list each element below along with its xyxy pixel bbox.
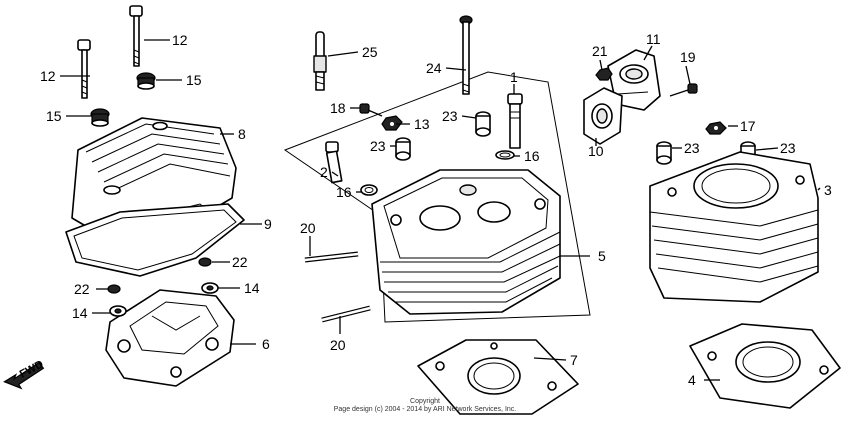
stud-bolt-20-upper[interactable] xyxy=(304,251,359,263)
grommet-15-upper[interactable] xyxy=(136,72,156,90)
head-gasket[interactable] xyxy=(417,339,579,415)
bolt-18[interactable] xyxy=(359,103,383,117)
washer-22-left[interactable] xyxy=(107,284,121,294)
washer-22-right[interactable] xyxy=(198,257,212,267)
callout-23-a: 23 xyxy=(442,108,458,124)
callout-23-d: 23 xyxy=(780,140,796,156)
dowel-pin-23-c[interactable] xyxy=(656,141,672,165)
callout-23-c: 23 xyxy=(684,140,700,156)
spark-plug[interactable] xyxy=(313,31,327,91)
valve-guide-2[interactable] xyxy=(325,141,343,184)
callout-4: 4 xyxy=(688,372,696,388)
callout-22-left: 22 xyxy=(74,281,90,297)
cylinder-head[interactable] xyxy=(371,169,561,315)
nut-17[interactable] xyxy=(705,121,727,135)
callout-20-upper: 20 xyxy=(300,220,316,236)
callout-23-b: 23 xyxy=(370,138,386,154)
cylinder[interactable] xyxy=(649,151,819,303)
insulator[interactable] xyxy=(583,87,623,145)
o-ring-16-right[interactable] xyxy=(495,150,515,160)
callout-9: 9 xyxy=(264,216,272,232)
callout-20-lower: 20 xyxy=(330,337,346,353)
callout-12-right: 12 xyxy=(172,32,188,48)
valve-guide-1[interactable] xyxy=(507,93,523,149)
callout-17: 17 xyxy=(740,118,756,134)
callout-15-upper: 15 xyxy=(186,72,202,88)
callout-19: 19 xyxy=(680,49,696,65)
grommet-15-lower[interactable] xyxy=(90,108,110,127)
washer-14-left[interactable] xyxy=(109,305,127,317)
callout-5: 5 xyxy=(598,248,606,264)
callout-13: 13 xyxy=(414,116,430,132)
nut-13[interactable] xyxy=(381,115,403,131)
callout-3: 3 xyxy=(824,182,832,198)
callout-8: 8 xyxy=(238,126,246,142)
callout-16-left: 16 xyxy=(336,184,352,200)
callout-25: 25 xyxy=(362,44,378,60)
callout-1: 1 xyxy=(510,69,518,85)
fwd-arrow-icon xyxy=(3,361,45,390)
callout-6: 6 xyxy=(262,336,270,352)
o-ring-16-left[interactable] xyxy=(360,184,378,196)
callout-7: 7 xyxy=(570,352,578,368)
rocker-arm-holder[interactable] xyxy=(105,289,235,387)
callout-22-right: 22 xyxy=(232,254,248,270)
valve-cover-gasket[interactable] xyxy=(65,203,245,277)
callout-12-left: 12 xyxy=(40,68,56,84)
callout-16-right: 16 xyxy=(524,148,540,164)
copyright-line-2: Page design (c) 2004 - 2014 by ARI Netwo… xyxy=(334,406,517,413)
bolt-19[interactable] xyxy=(669,83,698,97)
callout-21: 21 xyxy=(592,43,608,59)
fwd-label: FWD xyxy=(18,358,46,380)
callout-labels: 12 12 15 15 8 9 22 22 14 14 6 25 24 18 1… xyxy=(40,31,832,388)
bolt-12-right[interactable] xyxy=(129,5,143,67)
callout-14-right: 14 xyxy=(244,280,260,296)
dowel-pin-23-a[interactable] xyxy=(475,111,491,137)
callout-18: 18 xyxy=(330,100,346,116)
nut-21[interactable] xyxy=(595,67,613,81)
callout-2: 2 xyxy=(320,164,328,180)
washer-14-right[interactable] xyxy=(201,282,219,294)
callout-11: 11 xyxy=(646,31,661,47)
callout-10: 10 xyxy=(588,143,604,159)
stud-bolt-20-lower[interactable] xyxy=(321,305,371,323)
callout-24: 24 xyxy=(426,60,442,76)
base-gasket[interactable] xyxy=(689,323,841,409)
bolt-12-left[interactable] xyxy=(77,39,91,99)
leader-lines xyxy=(60,39,821,381)
copyright-line-1: Copyright xyxy=(410,398,440,405)
stud-bolt-24[interactable] xyxy=(459,15,473,95)
callout-14-left: 14 xyxy=(72,305,88,321)
callout-15-lower: 15 xyxy=(46,108,62,124)
dowel-pin-23-b[interactable] xyxy=(395,137,411,161)
